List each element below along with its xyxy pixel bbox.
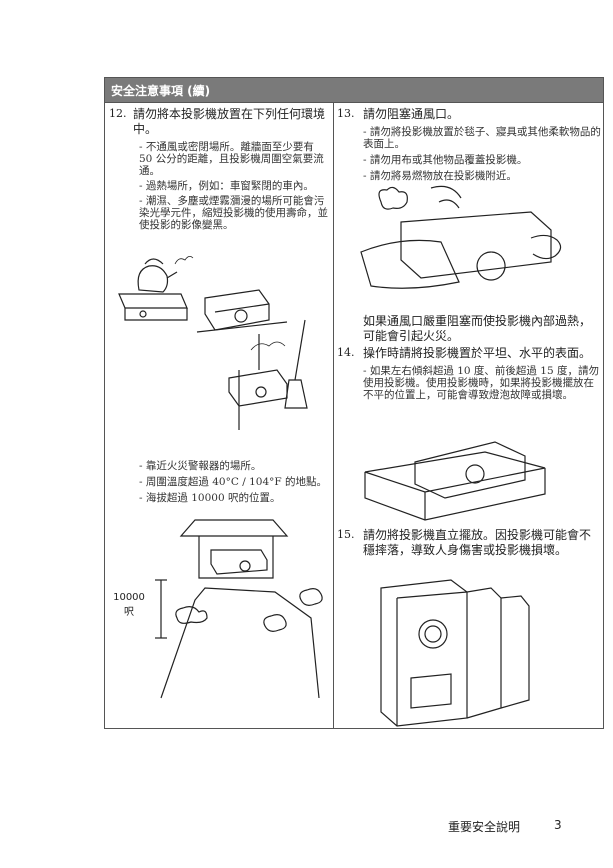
bullet: - 周圍溫度超過 40°C / 104°F 的地點。 xyxy=(139,476,327,488)
bullet: - 請勿用布或其他物品覆蓋投影機。 xyxy=(363,154,528,166)
item-text: 請勿將本投影機放置在下列任何環境中。 xyxy=(133,107,326,136)
altitude-illustration xyxy=(155,519,323,699)
left-column: 12. 請勿將本投影機放置在下列任何環境中。 - 不通風或密閉場所。離牆面至少要… xyxy=(109,107,329,231)
item-number: 12. xyxy=(109,107,127,120)
section-title: 安全注意事項 (續) xyxy=(111,84,211,98)
blocked-vent-illustration xyxy=(360,185,562,289)
upright-projector-illustration xyxy=(380,579,530,727)
item-text: 請勿阻塞通風口。 xyxy=(363,107,460,121)
item-13: 13. 請勿阻塞通風口。 - 請勿將投影機放置於毯子、寢具或其他柔軟物品的表面上… xyxy=(337,107,601,182)
item-12: 12. 請勿將本投影機放置在下列任何環境中。 - 不通風或密閉場所。離牆面至少要… xyxy=(109,107,329,231)
bullet: - 不通風或密閉場所。離牆面至少要有 50 公分的距離，且投影機周圍空氣要流通。 xyxy=(139,141,324,177)
item-number: 13. xyxy=(337,107,355,120)
right-column-item14: 14. 操作時請將投影機置於平坦、水平的表面。 - 如果左右傾斜超過 10 度、… xyxy=(337,346,601,401)
heat-hazard-illustration xyxy=(118,256,308,430)
column-divider xyxy=(333,102,334,728)
item-14: 14. 操作時請將投影機置於平坦、水平的表面。 - 如果左右傾斜超過 10 度、… xyxy=(337,346,601,401)
altitude-value: 10000 xyxy=(113,592,145,603)
bullet: - 靠近火災警報器的場所。 xyxy=(139,460,262,472)
item-number: 14. xyxy=(337,346,355,359)
bullet: - 請勿將投影機放置於毯子、寢具或其他柔軟物品的表面上。 xyxy=(363,126,601,150)
right-column-item15: 15. 請勿將投影機直立擺放。因投影機可能會不穩摔落，導致人身傷害或投影機損壞。 xyxy=(337,528,601,558)
bullet: - 過熱場所，例如：車窗緊閉的車內。 xyxy=(139,180,314,192)
item-text: 操作時請將投影機置於平坦、水平的表面。 xyxy=(363,346,592,360)
altitude-unit: 呎 xyxy=(124,607,134,618)
right-column: 13. 請勿阻塞通風口。 - 請勿將投影機放置於毯子、寢具或其他柔軟物品的表面上… xyxy=(337,107,601,182)
tilted-projector-illustration xyxy=(364,441,546,521)
bullet: - 請勿將易燃物放在投影機附近。 xyxy=(363,170,517,182)
bullet: - 潮濕、多塵或煙霧瀰漫的場所可能會污染光學元件，縮短投影機的使用壽命，並使投影… xyxy=(139,195,328,231)
safety-table: 安全注意事項 (續) 12. 請勿將本投影機放置在下列任何環境中。 - 不通風或… xyxy=(104,77,604,729)
item-text: 請勿將投影機直立擺放。因投影機可能會不穩摔落，導致人身傷害或投影機損壞。 xyxy=(363,528,592,557)
footer-title: 重要安全說明 xyxy=(448,820,521,834)
vent-warning: 如果通風口嚴重阻塞而使投影機內部過熱，可能會引起火災。 xyxy=(363,314,592,343)
page-number: 3 xyxy=(554,818,562,832)
section-header: 安全注意事項 (續) xyxy=(105,78,603,103)
left-column-lower: - 靠近火災警報器的場所。 - 周圍溫度超過 40°C / 104°F 的地點。… xyxy=(109,460,329,504)
bullet: - 如果左右傾斜超過 10 度、前後超過 15 度，請勿使用投影機。使用投影機時… xyxy=(363,365,599,401)
item-number: 15. xyxy=(337,528,355,541)
bullet: - 海拔超過 10000 呎的位置。 xyxy=(139,492,281,504)
right-column-warning: 如果通風口嚴重阻塞而使投影機內部過熱，可能會引起火災。 xyxy=(337,314,601,344)
altitude-label: 10000 呎 xyxy=(109,592,149,618)
item-15: 15. 請勿將投影機直立擺放。因投影機可能會不穩摔落，導致人身傷害或投影機損壞。 xyxy=(337,528,601,558)
